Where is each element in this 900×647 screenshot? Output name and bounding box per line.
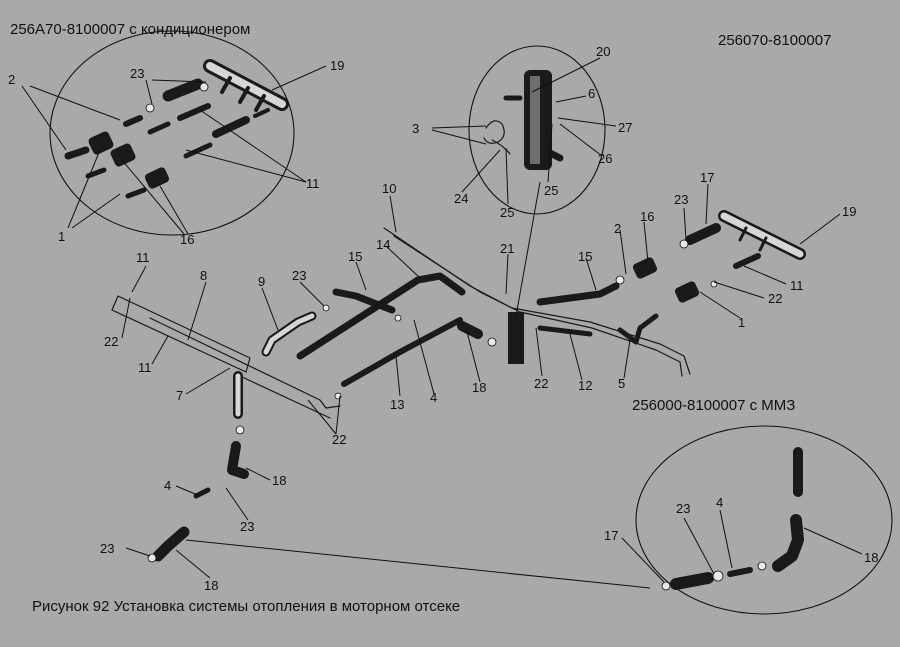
- heater-connector: [508, 312, 524, 364]
- label-16: 16: [180, 232, 194, 247]
- part-15-pipe-right: [536, 282, 620, 306]
- label-18: 18: [272, 473, 286, 488]
- detail-circle-mmz: [635, 425, 893, 615]
- label-24: 24: [454, 191, 468, 206]
- label-4: 4: [164, 478, 171, 493]
- part-8-pipe: [111, 295, 251, 373]
- label-19: 19: [842, 204, 856, 219]
- label-7: 7: [176, 388, 183, 403]
- part-16-valves-right: [632, 257, 700, 303]
- label-17: 17: [604, 528, 618, 543]
- part-16-valves: [88, 131, 170, 199]
- part-20-heater-body: [503, 70, 564, 170]
- label-26: 26: [598, 151, 612, 166]
- label-4: 4: [716, 495, 723, 510]
- label-3: 3: [412, 121, 419, 136]
- label-2: 2: [8, 72, 15, 87]
- label-22: 22: [104, 334, 118, 349]
- label-11: 11: [306, 176, 320, 191]
- label-18: 18: [204, 578, 218, 593]
- variant-title-256070: 256070-8100007: [718, 32, 832, 49]
- label-8: 8: [200, 268, 207, 283]
- part-17-hose: [685, 223, 721, 245]
- label-1: 1: [58, 229, 65, 244]
- part-14-pipe: [296, 272, 466, 360]
- label-17: 17: [700, 170, 714, 185]
- part-2-couplings: [64, 115, 143, 179]
- detail-circle-heater: [468, 45, 606, 215]
- label-11: 11: [790, 278, 804, 293]
- label-1: 1: [738, 315, 745, 330]
- part-19-manifold-right: [718, 210, 806, 260]
- label-15: 15: [578, 249, 592, 264]
- variant-title-mmz: 256000-8100007 с ММЗ: [632, 397, 796, 414]
- detail-circle-conditioner: [49, 30, 295, 236]
- variant-title-conditioner: 256А70-8100007 с кондиционером: [10, 21, 251, 38]
- label-19: 19: [330, 58, 344, 73]
- part-19-manifold: [203, 59, 289, 112]
- part-18-hose-center: [457, 321, 483, 339]
- main-pipe-routing: [111, 227, 718, 563]
- label-22: 22: [332, 432, 346, 447]
- label-25: 25: [500, 205, 514, 220]
- label-5: 5: [618, 376, 625, 391]
- label-15: 15: [348, 249, 362, 264]
- part-15-pipe-left: [332, 288, 396, 314]
- label-22: 22: [534, 376, 548, 391]
- label-11: 11: [136, 250, 150, 265]
- part-17-hose-mmz: [670, 572, 714, 590]
- label-6: 6: [588, 86, 595, 101]
- label-23: 23: [676, 501, 690, 516]
- label-10: 10: [382, 181, 396, 196]
- part-18-hose-lower: [227, 441, 249, 479]
- detail-connector-line: [185, 539, 651, 589]
- part-12-pipe: [537, 325, 593, 337]
- label-23: 23: [240, 519, 254, 534]
- part-11-pipe-right: [733, 253, 761, 269]
- label-2: 2: [614, 221, 621, 236]
- label-20: 20: [596, 44, 610, 59]
- label-22: 22: [768, 291, 782, 306]
- label-14: 14: [376, 237, 390, 252]
- label-23: 23: [674, 192, 688, 207]
- label-23: 23: [130, 66, 144, 81]
- part-labels: 2 23 19 11 1 16 20 6 3 27 26 25 24 25 10…: [8, 44, 878, 593]
- label-16: 16: [640, 209, 654, 224]
- label-13: 13: [390, 397, 404, 412]
- label-9: 9: [258, 274, 265, 289]
- part-13-pipe: [341, 317, 463, 387]
- leader-lines: [21, 57, 863, 583]
- part-7-pipe: [149, 317, 341, 409]
- label-27: 27: [618, 120, 632, 135]
- assembly-256070: [632, 210, 806, 303]
- part-11-pipes: [147, 108, 270, 159]
- label-25: 25: [544, 183, 558, 198]
- part-18-hose-bottom: [152, 526, 190, 562]
- part-5-valve: [617, 313, 659, 345]
- label-11: 11: [138, 360, 152, 375]
- label-12: 12: [578, 378, 592, 393]
- label-18: 18: [472, 380, 486, 395]
- label-18: 18: [864, 550, 878, 565]
- part-4-pipe-mmz: [727, 567, 753, 577]
- label-23: 23: [100, 541, 114, 556]
- label-4: 4: [430, 390, 437, 405]
- label-23: 23: [292, 268, 306, 283]
- heater-connector-line: [515, 181, 541, 317]
- label-21: 21: [500, 241, 514, 256]
- figure-caption: Рисунок 92 Установка системы отопления в…: [32, 598, 461, 615]
- part-3-clamps: [483, 120, 511, 155]
- part-23-ring: [679, 239, 689, 249]
- part-23-hoses: [145, 78, 211, 121]
